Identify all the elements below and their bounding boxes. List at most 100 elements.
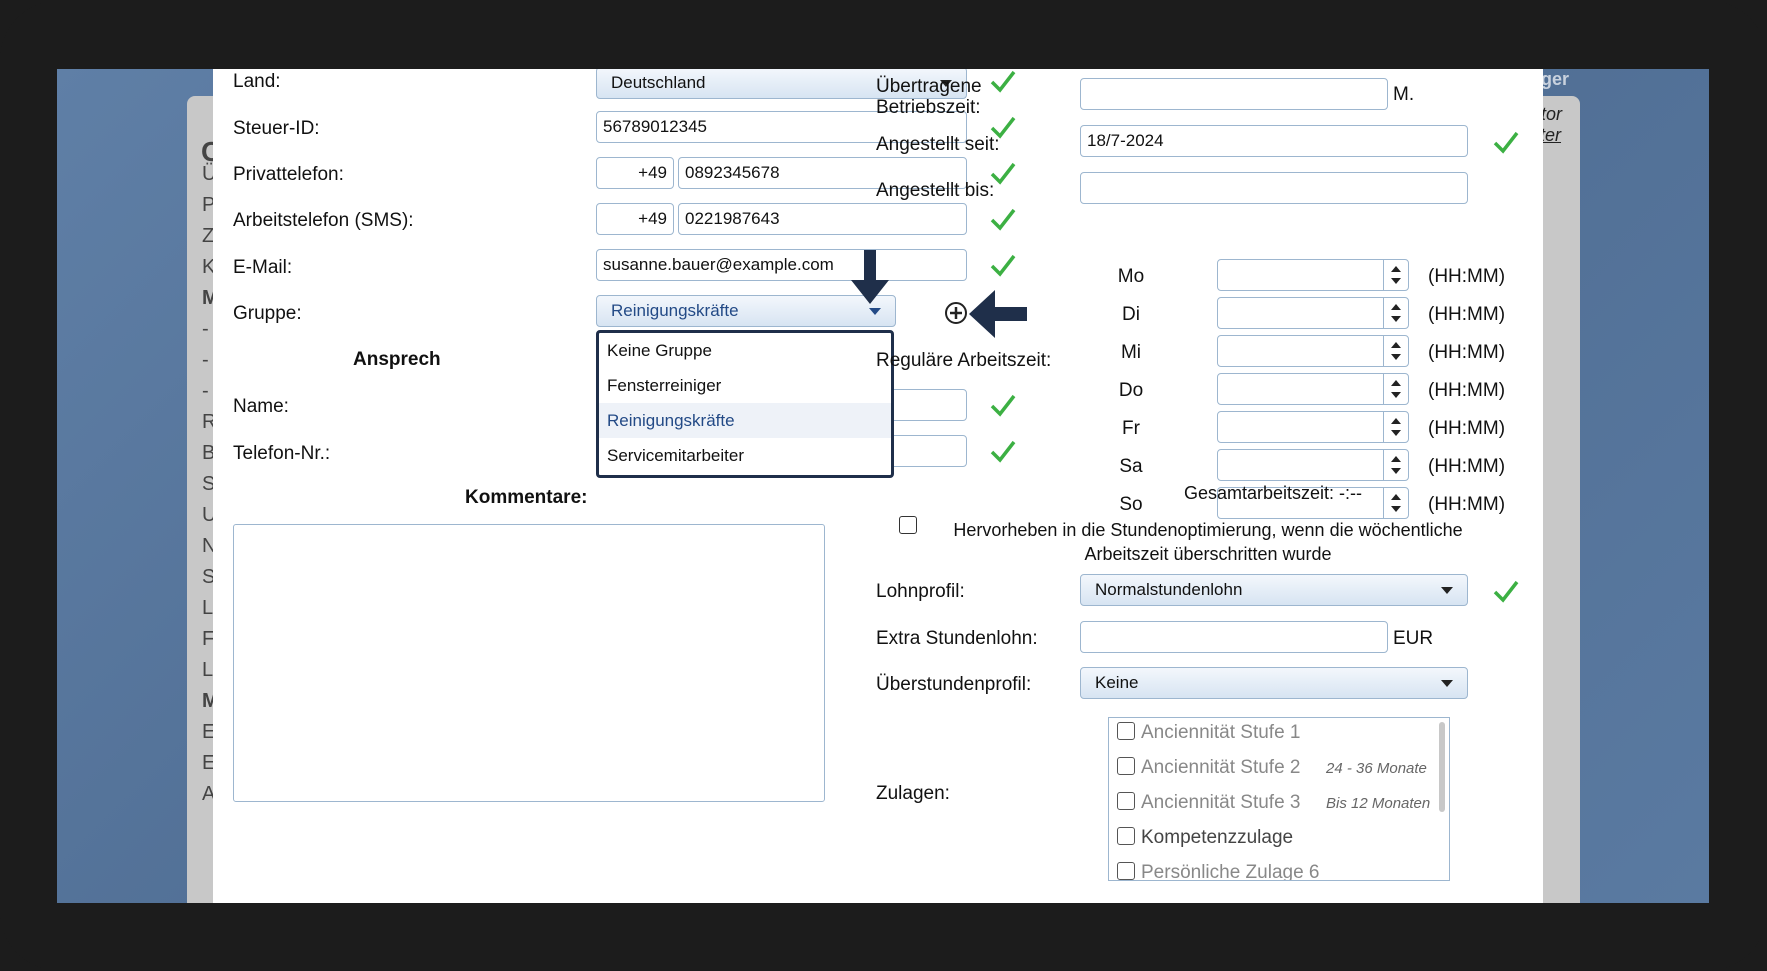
employee-dialog: Land: Deutschland Steuer-ID: 56789012345… [213,69,1543,903]
arbeit-label: Arbeitstelefon (SMS): [233,210,414,231]
weekday-label: Do [1118,380,1144,401]
lohn-select[interactable]: Normalstundenlohn [1080,574,1468,606]
gesamt-label: Gesamtarbeitszeit: -:-- [1184,483,1363,503]
gruppe-option[interactable]: Fensterreiniger [607,376,722,395]
zulage-item[interactable]: Anciennität Stufe 2 [1117,757,1301,779]
land-label: Land: [233,71,281,92]
weekday-time-stepper[interactable] [1217,487,1409,519]
stepper-buttons[interactable] [1383,374,1408,404]
gruppe-option[interactable]: Keine Gruppe [607,341,712,360]
background-letter: L [202,597,214,619]
chevron-up-icon[interactable] [1391,494,1401,500]
weekday-label: Mi [1120,342,1142,363]
chevron-down-icon[interactable] [1391,392,1401,398]
bis-input[interactable] [1080,172,1468,204]
extra-label: Extra Stundenlohn: [876,628,1038,649]
stepper-buttons[interactable] [1383,412,1408,442]
background-letter: L [202,659,214,681]
hhmm-hint: (HH:MM) [1428,342,1506,363]
hervorheben-checkbox[interactable] [899,516,917,534]
zulage-label: Kompetenzzulage [1141,827,1294,848]
checkmark-icon [990,116,1016,139]
arbeit-prefix-input[interactable]: +49 [596,203,674,235]
chevron-down-icon[interactable] [1391,468,1401,474]
zulage-item[interactable]: Anciennität Stufe 3 [1117,792,1301,814]
name-label: Name: [233,396,289,417]
chevron-down-icon[interactable] [1391,316,1401,322]
zulagen-note-2: 24 - 36 Monate [1326,760,1427,777]
zulage-checkbox[interactable] [1117,827,1135,845]
zulage-checkbox[interactable] [1117,792,1135,810]
ueber-select[interactable]: Keine [1080,667,1468,699]
hervorheben-line2: Arbeitszeit überschritten wurde [1084,544,1332,564]
zulage-item[interactable]: Kompetenzzulage [1117,827,1293,849]
betrieb-label: Übertragene Betriebszeit: [876,76,982,118]
checkmark-icon [990,394,1016,417]
zulage-checkbox[interactable] [1117,757,1135,775]
zulage-label: Anciennität Stufe 1 [1141,722,1301,743]
steuer-input[interactable]: 56789012345 [596,111,967,143]
zulage-item[interactable]: Anciennität Stufe 1 [1117,722,1301,744]
bis-label: Angestellt bis: [876,180,995,201]
weekday-label: Sa [1119,456,1143,477]
steuer-label: Steuer-ID: [233,118,320,139]
arrow-down-icon [851,250,889,304]
chevron-up-icon[interactable] [1391,456,1401,462]
betrieb-unit: M. [1393,84,1415,105]
weekday-time-stepper[interactable] [1217,297,1409,329]
stepper-buttons[interactable] [1383,298,1408,328]
zulage-item[interactable]: Persönliche Zulage 6 [1117,862,1320,881]
chevron-up-icon[interactable] [1391,342,1401,348]
checkmark-icon [990,70,1016,93]
stepper-buttons[interactable] [1383,336,1408,366]
zulagen-list[interactable]: Anciennität Stufe 1 Anciennität Stufe 2 An… [1108,717,1450,881]
stepper-buttons[interactable] [1383,260,1408,290]
arbeit-number-input[interactable]: 0221987643 [678,203,967,235]
gruppe-option[interactable]: Reinigungskräfte [599,403,891,438]
zulagen-label: Zulagen: [876,783,950,804]
background-letter: A [202,783,216,805]
zulagen-scrollbar[interactable] [1439,722,1445,812]
zulage-checkbox[interactable] [1117,722,1135,740]
gruppe-select[interactable]: Reinigungskräfte [596,295,896,327]
chevron-down-icon[interactable] [1391,278,1401,284]
chevron-down-icon[interactable] [1391,430,1401,436]
kommentare-textarea[interactable] [233,524,825,802]
background-letter: U [202,504,217,526]
gruppe-option[interactable]: Servicemitarbeiter [607,446,744,465]
privat-number-input[interactable]: 0892345678 [678,157,967,189]
weekday-time-stepper[interactable] [1217,449,1409,481]
betrieb-input[interactable] [1080,78,1388,110]
weekday-time-stepper[interactable] [1217,335,1409,367]
land-select[interactable]: Deutschland [596,69,967,99]
chevron-down-icon[interactable] [1391,354,1401,360]
chevron-down-icon[interactable] [1391,506,1401,512]
gruppe-select-value: Reinigungskräfte [611,301,739,320]
gruppe-label: Gruppe: [233,303,302,324]
stepper-buttons[interactable] [1383,488,1408,518]
regular-label: Reguläre Arbeitszeit: [876,350,1052,371]
privat-prefix-input[interactable]: +49 [596,157,674,189]
stepper-buttons[interactable] [1383,450,1408,480]
weekday-time-stepper[interactable] [1217,373,1409,405]
background-letter: E [202,721,216,743]
zulage-checkbox[interactable] [1117,862,1135,880]
seit-input[interactable]: 18/7-2024 [1080,125,1468,157]
zulage-label: Persönliche Zulage 6 [1141,862,1320,881]
telefon-label: Telefon-Nr.: [233,443,331,464]
ansprechpartner-heading: Ansprech [353,349,441,370]
chevron-up-icon[interactable] [1391,266,1401,272]
email-input[interactable]: susanne.bauer@example.com [596,249,967,281]
land-select-value: Deutschland [611,73,706,92]
chevron-up-icon[interactable] [1391,380,1401,386]
weekday-time-stepper[interactable] [1217,259,1409,291]
add-group-icon[interactable] [944,301,968,325]
chevron-up-icon[interactable] [1391,418,1401,424]
extra-input[interactable] [1080,621,1388,653]
weekday-time-stepper[interactable] [1217,411,1409,443]
checkmark-icon [1493,131,1519,154]
background-letter: K [202,256,216,278]
background-letter: R [202,411,217,433]
background-letter: E [202,752,216,774]
chevron-up-icon[interactable] [1391,304,1401,310]
